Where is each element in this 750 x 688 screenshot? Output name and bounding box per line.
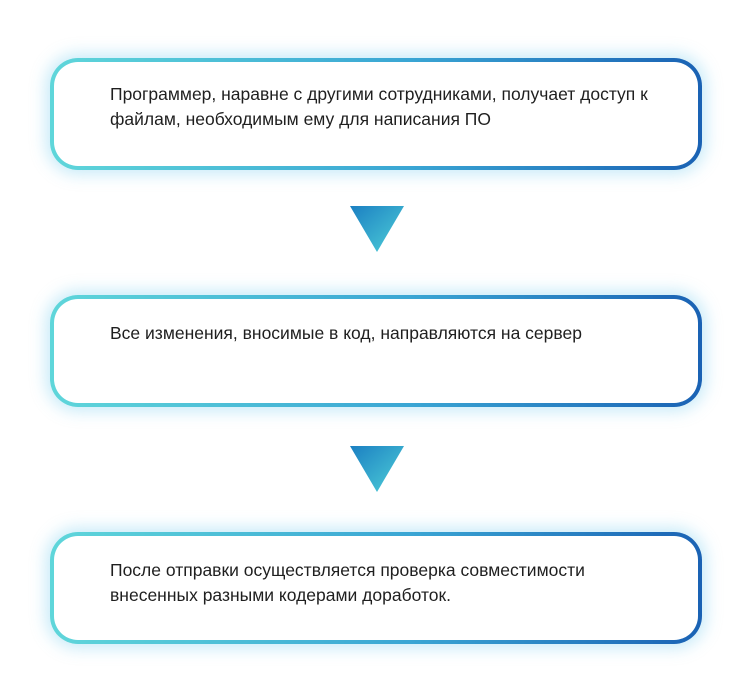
down-arrow-shape-2 xyxy=(350,446,404,492)
step-box-1-inner: Программер, наравне с другими сотрудника… xyxy=(54,62,698,166)
step-box-1: Программер, наравне с другими сотрудника… xyxy=(50,58,702,170)
step-2-text: Все изменения, вносимые в код, направляю… xyxy=(110,323,582,343)
step-box-2-inner: Все изменения, вносимые в код, направляю… xyxy=(54,299,698,403)
step-1-text: Программер, наравне с другими сотрудника… xyxy=(110,84,648,129)
step-box-3-inner: После отправки осуществляется проверка с… xyxy=(54,536,698,640)
down-arrow-icon-2 xyxy=(350,446,404,492)
down-arrow-icon-1 xyxy=(350,206,404,252)
step-box-3: После отправки осуществляется проверка с… xyxy=(50,532,702,644)
step-box-2: Все изменения, вносимые в код, направляю… xyxy=(50,295,702,407)
step-3-text: После отправки осуществляется проверка с… xyxy=(110,560,585,605)
down-arrow-shape-1 xyxy=(350,206,404,252)
